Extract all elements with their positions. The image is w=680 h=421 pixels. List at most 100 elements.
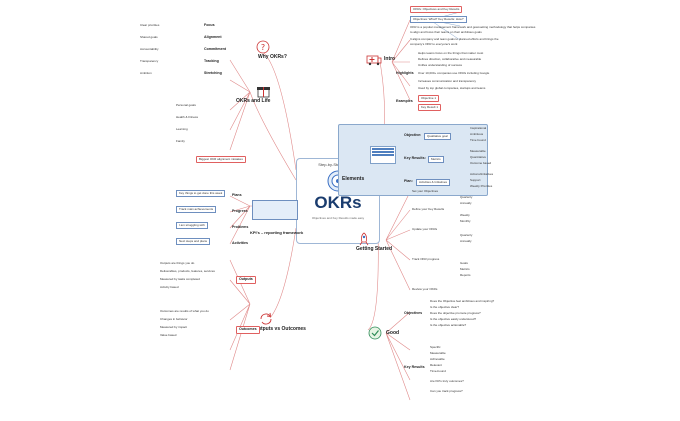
elements-kr-value: Metrics xyxy=(428,156,444,163)
outcome-line-2: Changes in behavior xyxy=(160,317,188,321)
check-badge-icon xyxy=(368,326,384,340)
gs-sub-4: Monthly xyxy=(460,219,471,223)
kpi-note-4: Next steps and plans xyxy=(176,238,211,245)
good-kr-5: Time-bound xyxy=(430,369,446,373)
plan-trait-3: Weekly Priorities xyxy=(470,184,493,188)
cycle-arrows-icon xyxy=(258,312,274,326)
intro-header: OKRs: Objectives and Key Results xyxy=(410,6,463,13)
elements-plan-label: Plan: xyxy=(404,179,413,183)
intro-line-5: company's OKR to everyone's work xyxy=(410,42,458,46)
good-objective-1: Does the Objective feel ambitious and in… xyxy=(430,299,495,303)
outcome-line-4: Value based xyxy=(160,333,177,337)
gs-sub-5: Quarterly xyxy=(460,233,473,237)
kr-trait-2: Quantitative xyxy=(470,155,487,159)
topic-elements[interactable]: Elements xyxy=(342,176,365,182)
kpi-note-3: I am struggling with xyxy=(176,222,208,229)
okr-table-illustration xyxy=(370,146,396,164)
life-item-2: Health & Fitness xyxy=(176,115,199,119)
outcomes-label: Outcomes xyxy=(236,326,260,334)
life-item-1: Personal goals xyxy=(176,103,196,107)
topic-why-okrs[interactable]: Why OKRs? xyxy=(258,54,287,60)
gs-sub-7: Goals xyxy=(460,261,468,265)
outcome-line-3: Measured by impact xyxy=(160,325,188,329)
output-line-3: Measured by tasks completed xyxy=(160,277,200,281)
kpi-illustration xyxy=(252,200,298,220)
gs-item-4: Track OKR progress xyxy=(412,257,440,261)
plan-trait-1: Actions/Initiatives xyxy=(470,172,494,176)
topic-good[interactable]: Good xyxy=(386,330,400,336)
gs-item-2: Define your Key Results xyxy=(412,207,445,211)
why-detail-3: Accountability xyxy=(140,47,159,51)
kpi-item-4: Activities xyxy=(232,241,248,245)
intro-line-2: OKR is a popular management framework an… xyxy=(410,25,536,29)
gs-sub-8: Metrics xyxy=(460,267,470,271)
kpi-item-3: Problems xyxy=(232,225,249,229)
gs-item-1: Set your Objectives xyxy=(412,189,439,193)
gs-sub-2: Annually xyxy=(460,201,472,205)
kr-trait-3: Outcome based xyxy=(470,161,492,165)
objective-trait-3: Time bound xyxy=(470,138,486,142)
elements-kr-label: Key Results: xyxy=(404,156,426,160)
kpi-note-1: Key things to get done this week xyxy=(176,190,226,197)
why-detail-5: Ambition xyxy=(140,71,152,75)
good-kr-4: Relevant xyxy=(430,363,442,367)
good-kr-7: Can you track progress? xyxy=(430,389,463,393)
rocket-icon xyxy=(356,232,372,246)
topic-outputs-outcomes[interactable]: Outputs vs Outcomes xyxy=(254,326,306,332)
gs-sub-1: Quarterly xyxy=(460,195,473,199)
good-kr-3: Achievable xyxy=(430,357,445,361)
kr-trait-1: Measurable xyxy=(470,149,486,153)
plan-trait-2: Support xyxy=(470,178,481,182)
why-detail-4: Transparency xyxy=(140,59,159,63)
why-item-3: Commitment xyxy=(204,47,226,51)
good-objective-3: Does the objective promote progress? xyxy=(430,311,481,315)
gs-item-3: Update your OKRs xyxy=(412,227,438,231)
good-kr-2: Measurable xyxy=(430,351,446,355)
intro-highlight-1: Helps teams focus on the things that mat… xyxy=(418,51,484,55)
gs-sub-3: Weekly xyxy=(460,213,470,217)
gs-sub-6: Annually xyxy=(460,239,472,243)
topic-okrs-and-life[interactable]: OKRs and Life xyxy=(236,98,271,104)
topic-intro[interactable]: Intro xyxy=(384,56,396,62)
good-kr-1: Specific xyxy=(430,345,441,349)
intro-line-4: It aligns company and team goals to plan… xyxy=(410,37,499,41)
good-kr-label: Key Results xyxy=(404,365,425,369)
outcome-line-1: Outcomes are results of what you do xyxy=(160,309,209,313)
gs-sub-9: Reports xyxy=(460,273,471,277)
output-line-4: Activity based xyxy=(160,285,179,289)
good-objectives-label: Objectives xyxy=(404,311,423,315)
kpi-item-1: Plans xyxy=(232,193,242,197)
gift-icon xyxy=(256,84,272,98)
kpi-item-2: Progress xyxy=(232,209,248,213)
elements-objective-label: Objective: xyxy=(404,133,422,137)
topic-kpis[interactable]: KPI's – reporting framework xyxy=(250,230,304,235)
output-line-2: Deliverables, products, features, servic… xyxy=(160,269,215,273)
why-detail-2: Shared goals xyxy=(140,35,158,39)
life-item-3: Learning xyxy=(176,127,188,131)
intro-highlight-6: Used by top global companies, startups a… xyxy=(418,86,486,90)
why-item-1: Focus xyxy=(204,23,215,27)
outputs-label: Outputs xyxy=(236,276,256,284)
intro-line-1: Objectives: What? Key Results: How? xyxy=(410,16,467,23)
why-item-2: Alignment xyxy=(204,35,222,39)
why-item-4: Tracking xyxy=(204,59,219,63)
intro-line-3: to align and focus their teams on their … xyxy=(410,30,482,34)
gs-item-5: Review your OKRs xyxy=(412,287,438,291)
why-item-5: Stretching xyxy=(204,71,222,75)
why-detail-1: Clear priorities xyxy=(140,23,160,27)
good-objective-4: Is the objective easily understood? xyxy=(430,317,477,321)
intro-example-2: Key Result 1 xyxy=(418,104,442,111)
topic-getting-started[interactable]: Getting Started xyxy=(356,246,393,252)
output-line-1: Outputs are things you do xyxy=(160,261,195,265)
intro-highlight-5: Increases communication and transparency xyxy=(418,79,477,83)
center-subtitle: Step-by-Step Guide to xyxy=(318,162,358,167)
svg-text:?: ? xyxy=(261,43,265,52)
life-item-4: Family xyxy=(176,139,185,143)
intro-highlight-4: Over 10,000+ companies use OKRs includin… xyxy=(418,71,490,75)
good-objective-2: Is the objective clear? xyxy=(430,305,460,309)
objective-trait-2: Ambitious xyxy=(470,132,484,136)
elements-plan-value: Activities & Initiatives xyxy=(416,179,451,186)
intro-example-1: Objective 1 xyxy=(418,95,440,102)
good-objective-5: Is the objective actionable? xyxy=(430,323,467,327)
